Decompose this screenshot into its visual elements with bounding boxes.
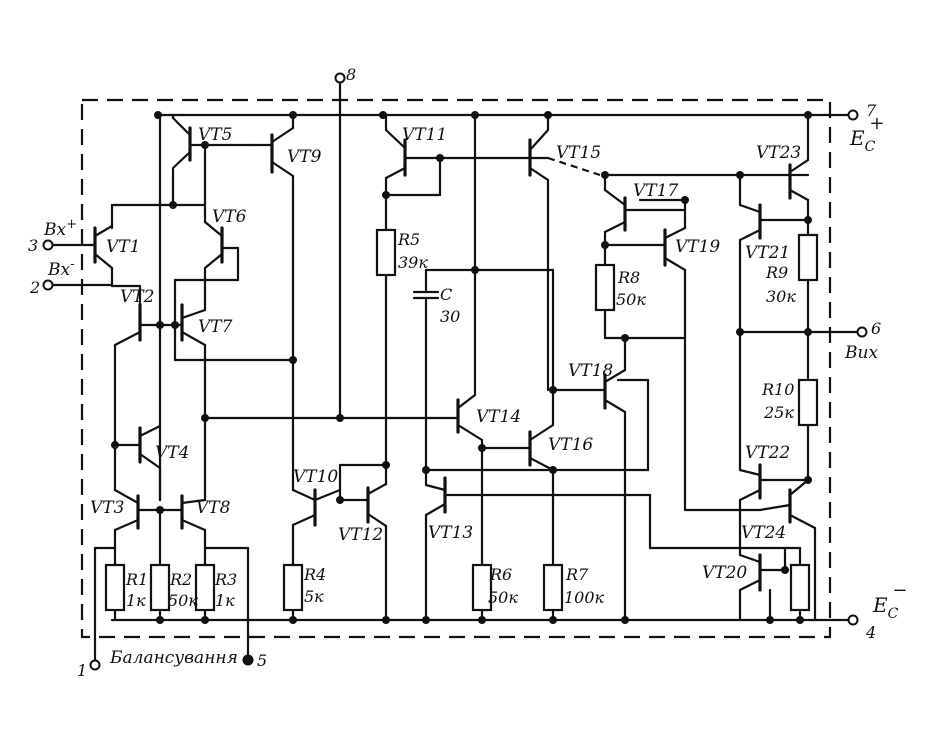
label-vt22: VT22 <box>745 443 790 463</box>
package-border <box>80 98 832 639</box>
label-ec-plus: EC+ <box>849 113 884 155</box>
label-vt16: VT16 <box>548 435 593 455</box>
negative-rail <box>110 616 850 624</box>
capacitor-c <box>412 266 555 472</box>
label-capacitor-name: C <box>440 285 452 304</box>
pin-5 <box>242 654 254 666</box>
label-pin-5: 5 <box>257 651 267 670</box>
label-r4-name: R4 <box>303 565 326 584</box>
label-r5-name: R5 <box>397 230 420 249</box>
vt13-wiring <box>422 466 802 622</box>
label-r1-name: R1 <box>125 570 148 589</box>
pin-3 <box>42 239 54 251</box>
label-vt18: VT18 <box>568 361 613 381</box>
label-vt17: VT17 <box>633 181 678 201</box>
label-in-plus: Bx+ <box>43 217 77 240</box>
label-vt13: VT13 <box>428 523 473 543</box>
label-vt24: VT24 <box>741 523 786 543</box>
label-r9-value: 30к <box>766 287 796 306</box>
label-vt5: VT5 <box>198 125 232 145</box>
label-r7-name: R7 <box>565 565 589 584</box>
resistor-r4 <box>282 563 304 612</box>
label-vt21: VT21 <box>745 243 790 263</box>
label-vt20: VT20 <box>702 563 747 583</box>
label-balance: Балансування <box>109 648 238 668</box>
input-stage-wiring <box>93 113 297 502</box>
pin-8 <box>334 72 346 84</box>
label-vt9: VT9 <box>287 147 322 167</box>
label-r1-value: 1к <box>126 591 146 610</box>
label-r3-name: R3 <box>214 570 237 589</box>
label-vt8: VT8 <box>196 498 231 518</box>
bias-mirror-wiring <box>93 424 250 662</box>
vt17-vt19-wiring <box>601 171 810 512</box>
label-r8-value: 50к <box>616 290 646 309</box>
label-vt4: VT4 <box>155 443 189 463</box>
output-stage-wiring <box>736 113 860 622</box>
label-vt6: VT6 <box>212 207 247 227</box>
resistor-r6 <box>471 563 493 612</box>
pin-6 <box>856 326 868 338</box>
label-pin-3: 3 <box>28 236 38 255</box>
label-pin-2: 2 <box>29 278 40 297</box>
label-r6-value: 50к <box>488 588 518 607</box>
pin-4 <box>847 614 859 626</box>
label-r3-value: 1к <box>215 591 235 610</box>
vt10-vt12-wiring <box>291 438 390 622</box>
label-vt19: VT19 <box>675 237 720 257</box>
label-vt11: VT11 <box>402 125 447 145</box>
resistor-r10 <box>797 378 819 427</box>
label-pin-7: 7 <box>866 101 877 120</box>
label-ec-minus: EC− <box>872 580 907 622</box>
vt18-wiring <box>603 334 650 622</box>
label-r9-name: R9 <box>765 263 788 282</box>
resistor-r3 <box>194 563 216 612</box>
label-pin-1: 1 <box>77 661 87 680</box>
label-capacitor-value: 30 <box>440 307 460 326</box>
label-r6-name: R6 <box>489 565 512 584</box>
vt9-wiring <box>253 113 295 482</box>
vt11-wiring <box>382 113 550 442</box>
bias-bus <box>201 86 460 422</box>
pin-7 <box>847 109 859 121</box>
label-vt7: VT7 <box>198 317 233 337</box>
resistor-r8 <box>594 263 616 312</box>
label-vt15: VT15 <box>556 143 601 163</box>
resistor-r9 <box>797 233 819 282</box>
label-r2-name: R2 <box>169 570 192 589</box>
resistor-r7 <box>542 563 564 612</box>
label-r2-value: 50к <box>168 591 198 610</box>
label-pin-4: 4 <box>865 623 876 642</box>
label-vt3: VT3 <box>90 498 124 518</box>
resistor-r5 <box>375 228 397 277</box>
label-pin-6: 6 <box>871 319 881 338</box>
vt14-vt16-wiring <box>456 113 607 622</box>
pin-2 <box>42 279 54 291</box>
resistor-r1 <box>104 563 126 612</box>
label-vt2: VT2 <box>120 287 154 307</box>
label-r7-value: 100к <box>564 588 605 607</box>
label-r8-name: R8 <box>617 268 640 287</box>
label-r10-name: R10 <box>761 380 794 399</box>
resistor-r-vt20 <box>789 563 811 612</box>
label-vt1: VT1 <box>106 237 140 257</box>
label-pin-8: 8 <box>346 65 356 84</box>
label-vt12: VT12 <box>338 525 383 545</box>
label-out: Вих <box>844 343 878 363</box>
label-r4-value: 5к <box>304 587 324 606</box>
label-vt10: VT10 <box>293 467 338 487</box>
pin-1 <box>89 659 101 671</box>
label-vt23: VT23 <box>756 143 801 163</box>
label-r10-value: 25к <box>763 403 794 422</box>
label-in-minus: Bx- <box>47 257 75 280</box>
positive-rail <box>154 111 850 119</box>
label-vt14: VT14 <box>476 407 521 427</box>
label-r5-value: 39к <box>398 253 428 272</box>
resistor-r2 <box>149 563 171 612</box>
